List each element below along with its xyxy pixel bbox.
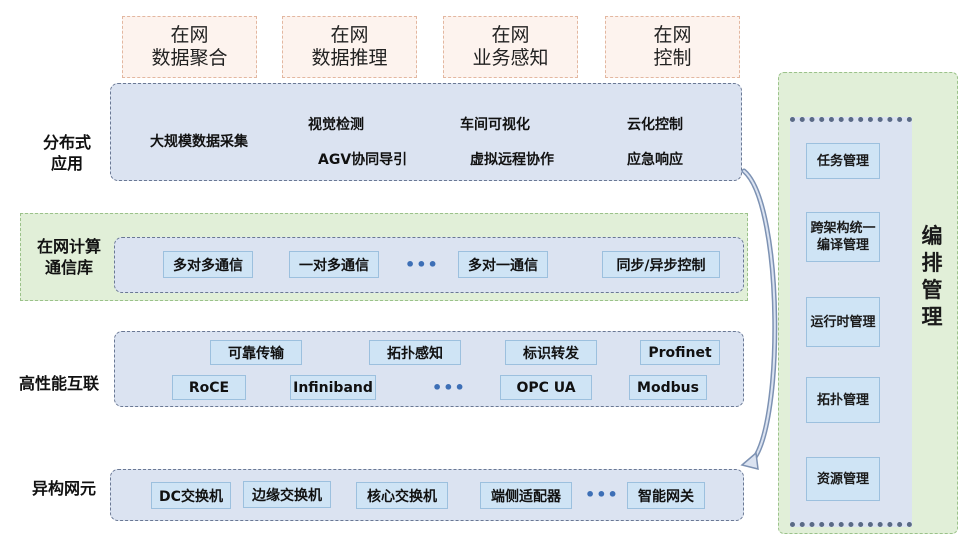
layer-label-comm-library: 在网计算 通信库 [36,237,101,277]
ne-smart-gateway: 智能网关 [627,482,705,509]
ic-ellipsis: ••• [432,378,466,397]
ic-reliable-transport: 可靠传输 [210,340,302,365]
comm-many-to-many: 多对多通信 [163,251,253,278]
app-virtual-remote-collab: 虚拟远程协作 [470,152,554,168]
comm-sync-async-control: 同步/异步控制 [602,251,720,278]
app-emergency-response: 应急响应 [627,152,683,168]
top-box-data-inference: 在网 数据推理 [282,16,417,78]
curved-arrow-icon [740,168,778,470]
app-cloud-control: 云化控制 [627,117,683,133]
layer-label-interconnect: 高性能互联 [18,374,99,393]
comm-many-to-one: 多对一通信 [458,251,548,278]
app-workshop-visualization: 车间可视化 [460,117,530,133]
ic-topology-awareness: 拓扑感知 [369,340,461,365]
orch-topology-management: 拓扑管理 [806,377,880,423]
app-big-data-collection: 大规模数据采集 [150,134,248,150]
comm-ellipsis: ••• [405,255,439,274]
orch-cross-arch-compile: 跨架构统一 编译管理 [806,212,880,262]
comm-one-to-many: 一对多通信 [289,251,379,278]
top-box-data-aggregation: 在网 数据聚合 [122,16,257,78]
ic-roce: RoCE [172,375,246,400]
orch-task-management: 任务管理 [806,143,880,179]
ne-dc-switch: DC交换机 [151,482,231,509]
app-agv-guidance: AGV协同导引 [318,152,408,168]
ne-core-switch: 核心交换机 [356,482,448,509]
ic-opc-ua: OPC UA [500,375,592,400]
layer-label-hetero-elements: 异构网元 [31,479,96,498]
ne-ellipsis: ••• [585,485,619,504]
top-box-control: 在网 控制 [605,16,740,78]
app-visual-inspection: 视觉检测 [308,117,364,133]
ic-profinet: Profinet [640,340,720,365]
orchestration-title: 编 排 管 理 [921,224,943,329]
ic-modbus: Modbus [629,375,707,400]
top-box-business-awareness: 在网 业务感知 [443,16,578,78]
orch-runtime-management: 运行时管理 [806,297,880,347]
layer-label-distributed-apps: 分布式 应用 [42,133,91,173]
layer-distributed-apps [110,83,742,181]
orch-resource-management: 资源管理 [806,457,880,501]
ic-identifier-forwarding: 标识转发 [505,340,597,365]
ic-infiniband: Infiniband [290,375,376,400]
ne-edge-switch: 边缘交换机 [243,481,331,508]
ne-endpoint-adapter: 端侧适配器 [480,482,572,509]
